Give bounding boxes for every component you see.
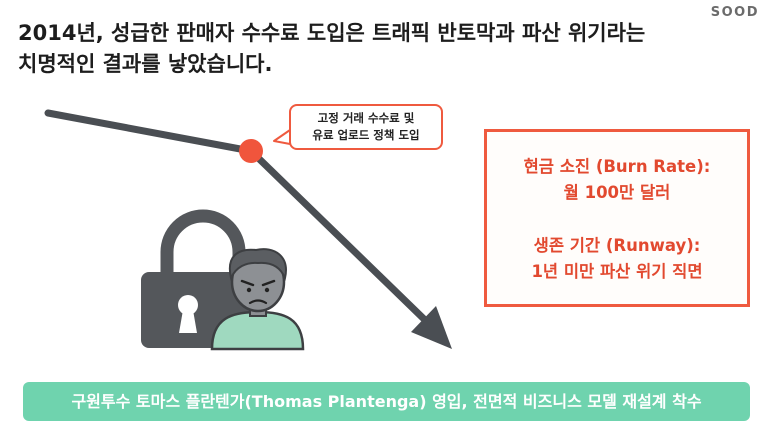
keyhole-icon xyxy=(178,295,198,333)
burn-rate-value: 월 100만 달러 xyxy=(563,183,671,202)
conclusion-banner: 구원투수 토마스 플란텐가(Thomas Plantenga) 영입, 전면적 … xyxy=(23,382,750,421)
runway-stat: 생존 기간 (Runway): 1년 미만 파산 위기 직면 xyxy=(487,233,747,285)
page-title: 2014년, 성급한 판매자 수수료 도입은 트래픽 반토막과 파산 위기라는 … xyxy=(18,18,708,80)
financial-stats-box: 현금 소진 (Burn Rate): 월 100만 달러 생존 기간 (Runw… xyxy=(484,129,750,307)
runway-label: 생존 기간 (Runway): xyxy=(533,236,701,255)
worried-person-icon xyxy=(210,248,305,351)
page-title-line-1: 2014년, 성급한 판매자 수수료 도입은 트래픽 반토막과 파산 위기라는 xyxy=(18,21,646,45)
page-title-line-2: 치명적인 결과를 낳았습니다. xyxy=(18,52,273,76)
callout-line-2: 유료 업로드 정책 도입 xyxy=(312,128,420,142)
event-callout: 고정 거래 수수료 및 유료 업로드 정책 도입 xyxy=(289,104,443,150)
brand-logo: SOOD xyxy=(710,5,759,20)
burn-rate-stat: 현금 소진 (Burn Rate): 월 100만 달러 xyxy=(487,154,747,206)
callout-line-1: 고정 거래 수수료 및 xyxy=(317,111,415,125)
event-marker-icon xyxy=(239,139,263,163)
runway-value: 1년 미만 파산 위기 직면 xyxy=(531,262,703,281)
burn-rate-label: 현금 소진 (Burn Rate): xyxy=(523,157,711,176)
